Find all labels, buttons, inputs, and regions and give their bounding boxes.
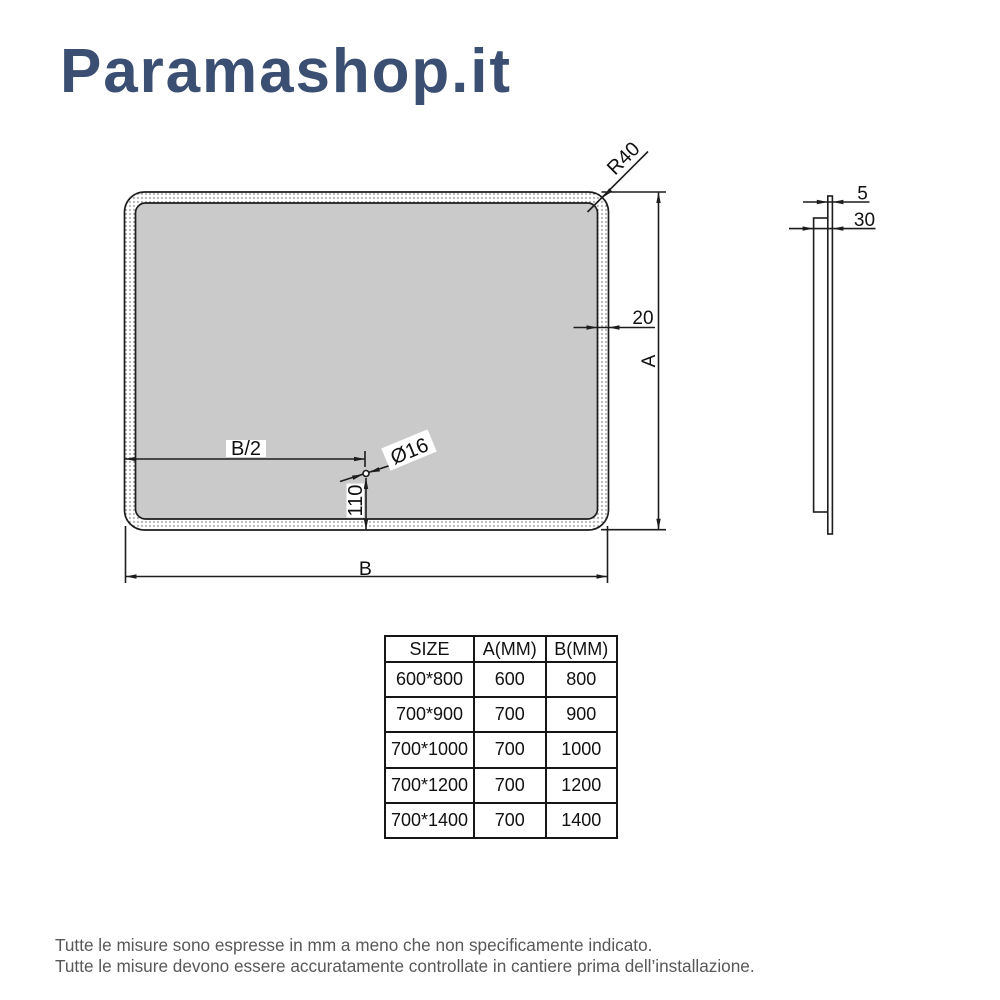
svg-text:B/2: B/2 <box>231 438 261 460</box>
svg-text:A: A <box>639 354 660 367</box>
svg-text:20: 20 <box>632 308 653 329</box>
svg-text:5: 5 <box>857 184 868 205</box>
svg-text:30: 30 <box>854 210 875 231</box>
svg-text:R40: R40 <box>603 138 645 180</box>
svg-text:110: 110 <box>345 485 367 517</box>
svg-text:B: B <box>359 558 372 580</box>
